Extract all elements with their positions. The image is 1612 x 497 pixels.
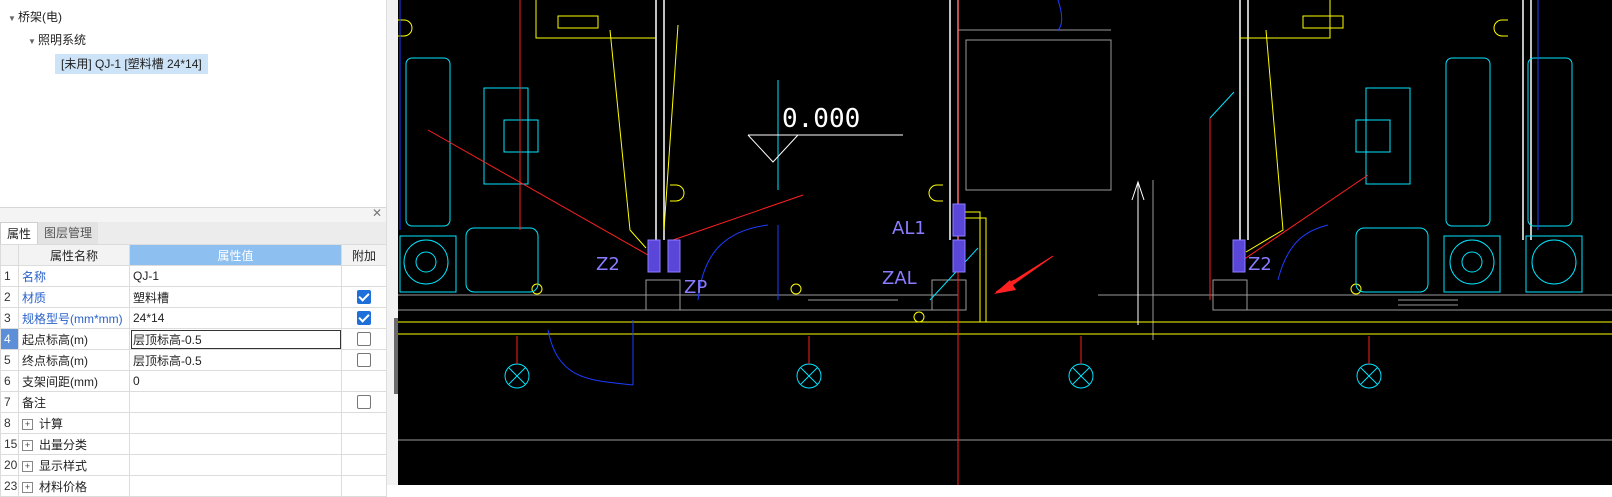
attach-cell[interactable]: [341, 307, 387, 329]
property-name[interactable]: + 显示样式: [18, 454, 130, 476]
tree-node-label: 桥架(电): [18, 10, 62, 24]
attach-cell[interactable]: [341, 328, 387, 350]
attach-cell[interactable]: [341, 286, 387, 308]
cad-label-zp: ZP: [684, 277, 707, 298]
property-name: 起点标高(m): [18, 328, 130, 350]
expand-plus-icon[interactable]: +: [22, 481, 33, 493]
property-name: 名称: [18, 265, 130, 287]
expand-triangle-icon[interactable]: ▼: [28, 37, 36, 46]
row-number: 3: [0, 307, 19, 329]
tree-node-lighting-system[interactable]: ▼照明系统: [28, 30, 86, 50]
property-name: 材质: [18, 286, 130, 308]
attach-checkbox[interactable]: [357, 395, 371, 410]
attach-cell[interactable]: [341, 475, 387, 497]
property-name[interactable]: + 材料价格: [18, 475, 130, 497]
close-icon[interactable]: ✕: [371, 206, 382, 220]
property-value[interactable]: QJ-1: [129, 265, 342, 287]
attach-cell[interactable]: [341, 391, 387, 413]
attach-checkbox[interactable]: [357, 353, 371, 368]
property-value[interactable]: [129, 412, 342, 434]
attach-checkbox[interactable]: [357, 332, 371, 347]
row-number: 7: [0, 391, 19, 413]
group-label: 显示样式: [39, 458, 88, 473]
cad-label-z2-left: Z2: [596, 254, 620, 275]
property-value[interactable]: [129, 475, 342, 497]
row-number: 4: [0, 328, 19, 350]
attach-cell[interactable]: [341, 412, 387, 434]
attach-cell[interactable]: [341, 349, 387, 371]
table-row[interactable]: 20+ 显示样式: [0, 454, 387, 476]
component-tree: ▼桥架(电) ▼照明系统 [未用] QJ-1 [塑料槽 24*14]: [0, 0, 386, 206]
tree-node-cable-tray[interactable]: ▼桥架(电): [8, 7, 62, 27]
property-name: 规格型号(mm*mm): [18, 307, 130, 329]
group-label: 材料价格: [39, 479, 88, 494]
table-row[interactable]: 8+ 计算: [0, 412, 387, 434]
row-number: 6: [0, 370, 19, 392]
property-name: 支架间距(mm): [18, 370, 130, 392]
cad-drawing: 0.000 Z2 ZP AL1 ZAL Z2: [398, 0, 1612, 485]
cad-label-al1: AL1: [892, 218, 926, 239]
row-number: 2: [0, 286, 19, 308]
attach-cell[interactable]: [341, 265, 387, 287]
cad-canvas[interactable]: 0.000 Z2 ZP AL1 ZAL Z2: [398, 0, 1612, 485]
tab-properties[interactable]: 属性: [0, 222, 39, 245]
attach-checkbox[interactable]: [357, 290, 371, 305]
col-header-value[interactable]: 属性值: [129, 244, 342, 266]
cad-label-z2-right: Z2: [1248, 254, 1272, 275]
property-value[interactable]: 0: [129, 370, 342, 392]
attach-cell[interactable]: [341, 454, 387, 476]
table-row[interactable]: 23+ 材料价格: [0, 475, 387, 497]
property-name[interactable]: + 计算: [18, 412, 130, 434]
group-label: 计算: [39, 416, 64, 431]
property-value[interactable]: 层顶标高-0.5: [129, 328, 342, 350]
property-name: 备注: [18, 391, 130, 413]
property-name[interactable]: + 出量分类: [18, 433, 130, 455]
property-value[interactable]: 塑料槽: [129, 286, 342, 308]
cad-label-zal: ZAL: [882, 268, 917, 289]
property-value[interactable]: 24*14: [129, 307, 342, 329]
property-name: 终点标高(m): [18, 349, 130, 371]
tree-node-qj1[interactable]: [未用] QJ-1 [塑料槽 24*14]: [55, 54, 208, 74]
tab-layer-management[interactable]: 图层管理: [38, 222, 99, 244]
left-panel: ▼桥架(电) ▼照明系统 [未用] QJ-1 [塑料槽 24*14] ✕ 属性 …: [0, 0, 398, 497]
expand-plus-icon[interactable]: +: [22, 439, 33, 451]
col-header-name[interactable]: 属性名称: [18, 244, 130, 266]
property-tabs: 属性 图层管理: [0, 222, 386, 245]
col-header-extra[interactable]: 附加: [341, 244, 387, 266]
row-number: 20: [0, 454, 19, 476]
property-value[interactable]: [129, 454, 342, 476]
attach-cell[interactable]: [341, 433, 387, 455]
expand-plus-icon[interactable]: +: [22, 418, 33, 430]
tree-node-label: 照明系统: [38, 33, 87, 47]
group-label: 出量分类: [39, 437, 88, 452]
row-number: 8: [0, 412, 19, 434]
property-value[interactable]: [129, 391, 342, 413]
row-number: 23: [0, 475, 19, 497]
attach-cell[interactable]: [341, 370, 387, 392]
row-number: 5: [0, 349, 19, 371]
panel-splitter[interactable]: ✕: [0, 206, 386, 222]
col-header-num: [0, 244, 19, 266]
expand-plus-icon[interactable]: +: [22, 460, 33, 472]
scrollbar-thumb[interactable]: [394, 318, 398, 394]
expand-triangle-icon[interactable]: ▼: [8, 14, 16, 23]
property-value[interactable]: 层顶标高-0.5: [129, 349, 342, 371]
table-row[interactable]: 15+ 出量分类: [0, 433, 387, 455]
property-value[interactable]: [129, 433, 342, 455]
row-number: 1: [0, 265, 19, 287]
attach-checkbox[interactable]: [357, 311, 371, 326]
row-number: 15: [0, 433, 19, 455]
elevation-text: 0.000: [782, 104, 860, 134]
